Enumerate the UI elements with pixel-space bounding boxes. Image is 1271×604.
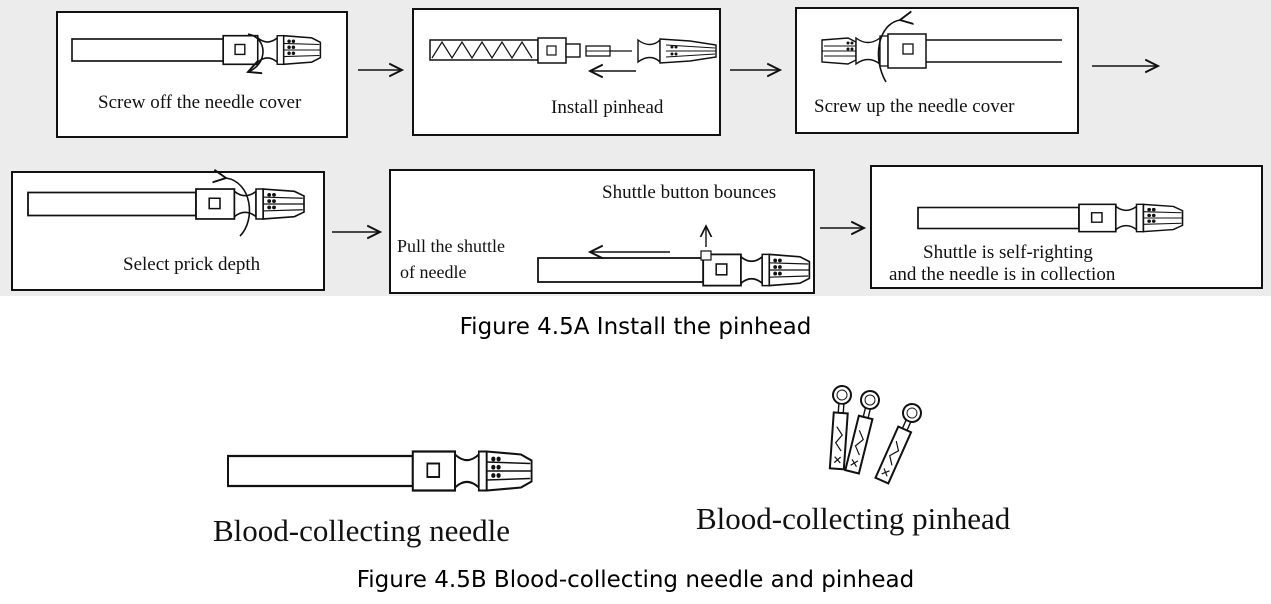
step6-label-line1: Shuttle is self-righting (923, 242, 1093, 263)
step2-box (412, 8, 721, 136)
step6-needle-illustration (917, 203, 1184, 233)
step4-depth-arrow (226, 178, 251, 237)
step1-rotate-arrow (248, 33, 264, 72)
step1-label: Screw off the needle cover (98, 92, 302, 113)
step3-label: Screw up the needle cover (814, 96, 1015, 117)
step2-label: Install pinhead (551, 97, 664, 118)
step1-needle-illustration (71, 34, 322, 66)
needle-label: Blood-collecting needle (213, 513, 510, 548)
figure-b-caption: Figure 4.5B Blood-collecting needle and … (356, 567, 915, 593)
pinhead-label: Blood-collecting pinhead (696, 501, 1011, 536)
step5-note-label: Shuttle button bounces (602, 182, 777, 203)
step2-assembly-illustration (429, 37, 717, 64)
step3-needle-illustration (821, 33, 1062, 69)
step5-label-line1: Pull the shuttle (397, 236, 505, 256)
step5-shuttle-button (700, 250, 712, 261)
step5-needle-illustration (537, 253, 811, 287)
blood-collecting-pinhead-illustration (828, 385, 922, 485)
step4-label: Select prick depth (123, 254, 261, 275)
step1-box (56, 11, 348, 138)
step3-rotate-arrow (877, 20, 900, 83)
step3-box (795, 7, 1079, 134)
step6-label-line2: and the needle is in collection (889, 264, 1116, 285)
step4-needle-illustration (27, 188, 305, 220)
step5-label-line2: of needle (400, 262, 467, 282)
blood-collecting-needle-illustration (226, 450, 533, 492)
figure-a-caption: Figure 4.5A Install the pinhead (459, 314, 812, 340)
